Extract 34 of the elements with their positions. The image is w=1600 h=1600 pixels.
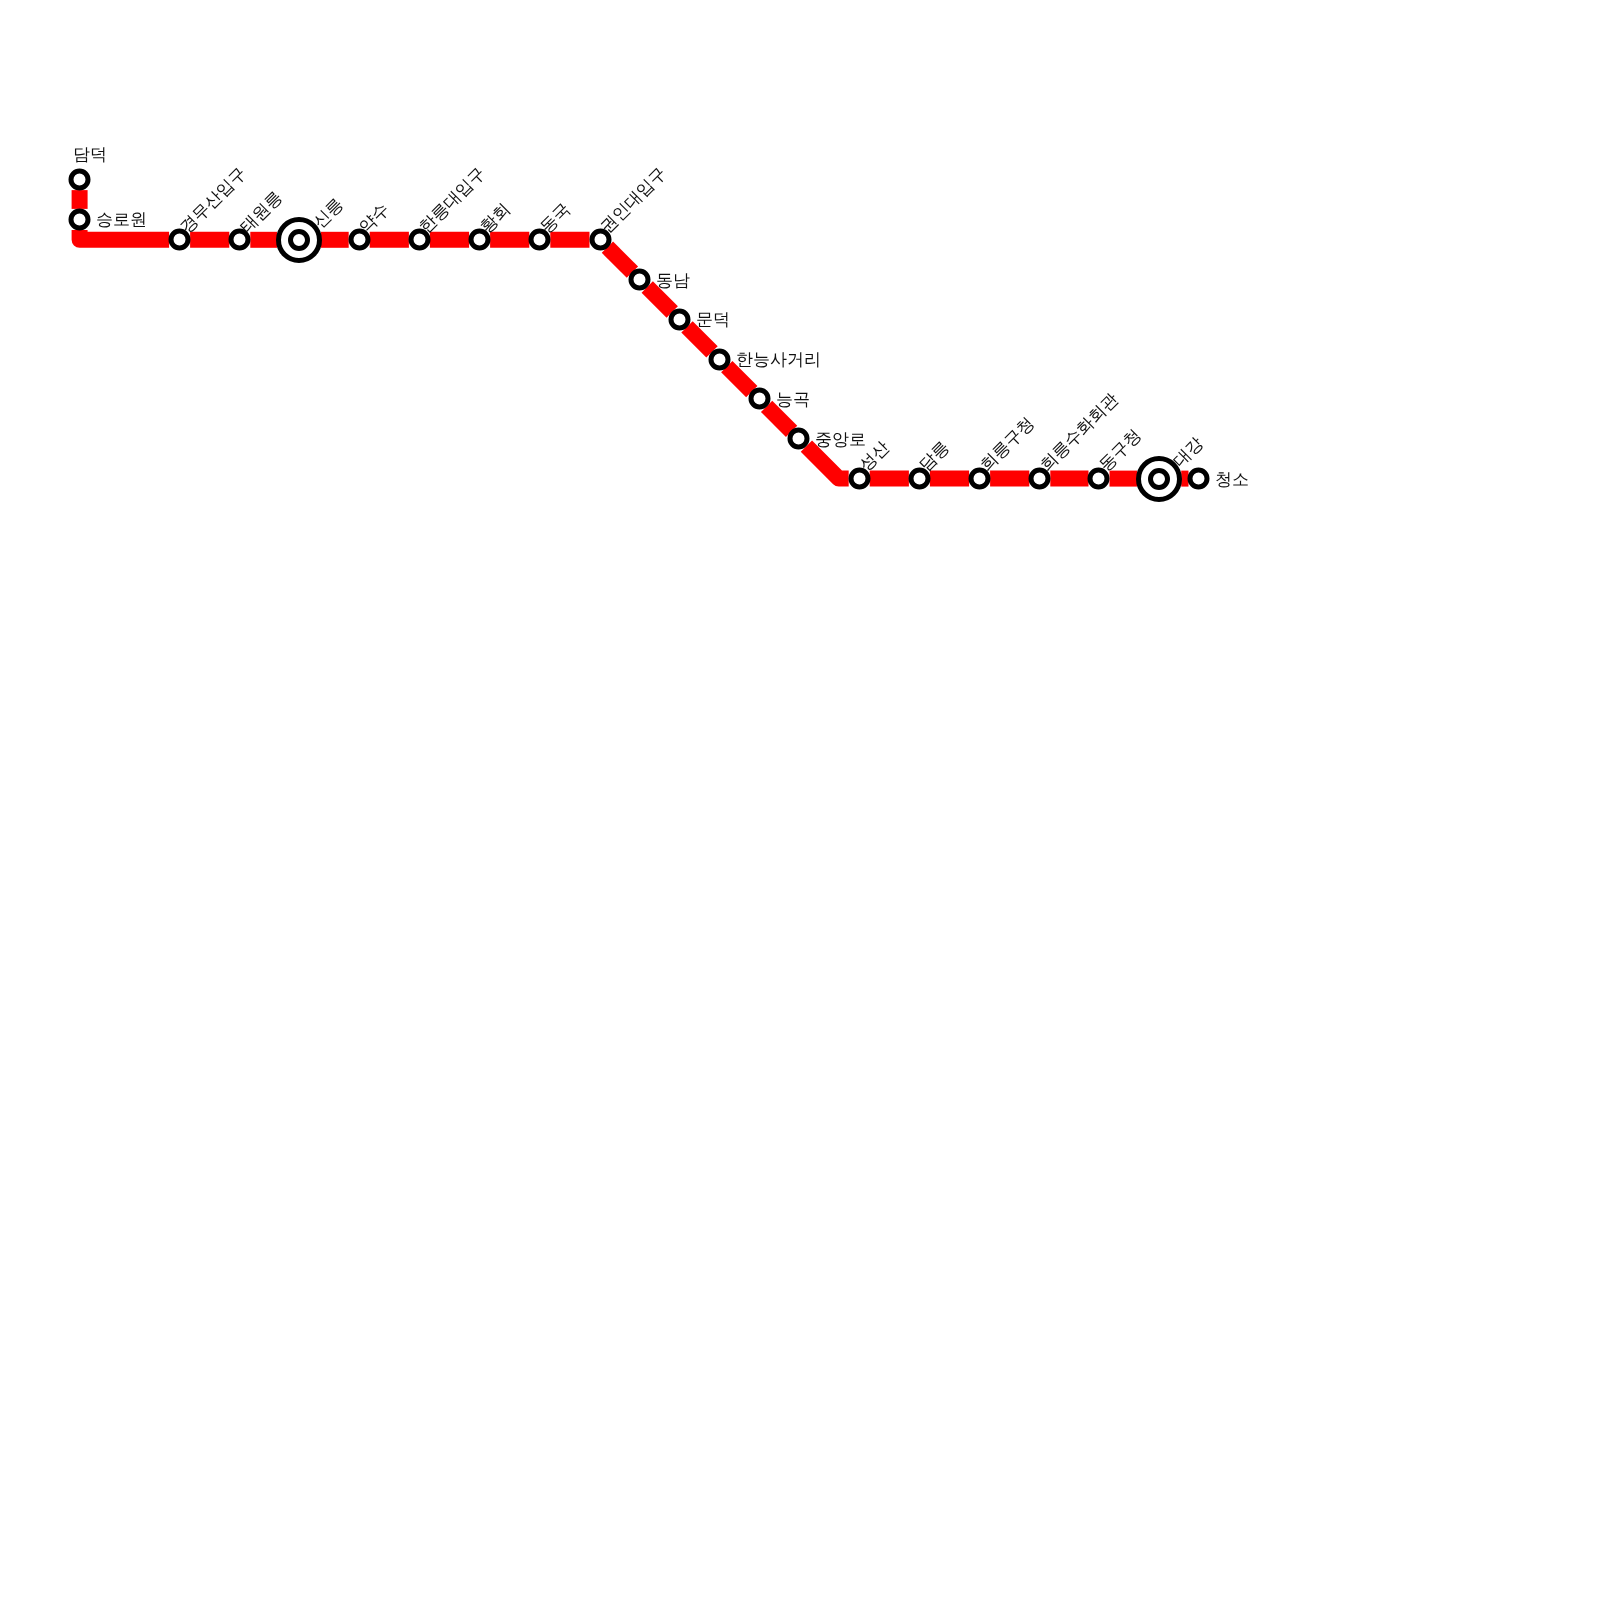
rail-line [760, 400, 798, 438]
rail-line [250, 231, 277, 248]
rail-line [990, 470, 1030, 487]
station-label: 능곡 [775, 388, 810, 409]
rail-line [1181, 470, 1189, 487]
rail-line [869, 470, 909, 487]
station-label: 담릉 [915, 437, 954, 476]
rail-line [681, 321, 718, 358]
station-label: 동남 [656, 269, 691, 290]
rail-line [1109, 470, 1138, 487]
rail-line [429, 231, 470, 248]
station-label: 동국 [535, 198, 574, 237]
station-label: 신릉 [308, 193, 347, 232]
rail-line [190, 231, 230, 248]
rail-line [71, 229, 170, 248]
rail-line [721, 360, 758, 398]
rail-line [369, 231, 409, 248]
rail-line [929, 470, 970, 487]
rail-line [641, 281, 678, 318]
station-label: 한능사거리 [735, 349, 821, 370]
station-label: 문덕 [696, 309, 731, 330]
rail-line [800, 440, 849, 487]
rail-line [550, 231, 590, 248]
rail-line [71, 190, 88, 209]
station-label: 청소 [1215, 468, 1250, 489]
rail-line [490, 231, 530, 248]
station-label: 황회 [475, 198, 514, 237]
station-label: 대강 [1169, 432, 1208, 471]
station-label: 담덕 [72, 144, 107, 165]
rail-line [601, 241, 639, 278]
station-label: 승로원 [96, 209, 148, 230]
rail-line [321, 231, 349, 248]
station-label: 약수 [355, 198, 394, 237]
rail-line [1050, 470, 1089, 487]
